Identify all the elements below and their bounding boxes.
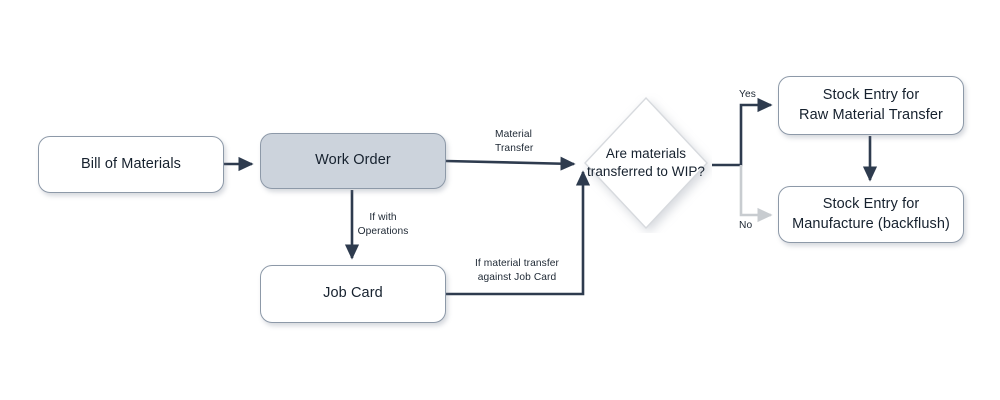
node-stock-mfg-line2: Manufacture (backflush) — [792, 215, 950, 232]
edge-work-order-to-decision — [445, 156, 576, 171]
node-stock-mfg-line1: Stock Entry for — [822, 195, 920, 212]
edge-label-material-transfer: Material Transfer — [495, 129, 534, 154]
edge-label-no: No — [739, 220, 753, 231]
node-decision-materials-transferred-to-wip[interactable]: Are materials transferred to WIP? — [580, 93, 712, 233]
node-stock-entry-manufacture-backflush-label: Stock Entry for Manufacture (backflush) — [784, 195, 958, 234]
decision-diamond-shape — [584, 96, 708, 230]
edge-label-yes: Yes — [739, 89, 756, 100]
node-stock-entry-raw-material-transfer-label: Stock Entry for Raw Material Transfer — [791, 86, 951, 125]
node-bill-of-materials-label: Bill of Materials — [80, 155, 181, 172]
node-job-card-label: Job Card — [323, 285, 383, 302]
node-stock-rmt-line1: Stock Entry for — [822, 86, 920, 103]
edge-decision-no-to-stock-manufacture — [739, 165, 773, 223]
edge-decision-yes-to-stock-raw-material-transfer — [712, 97, 773, 167]
edge-label-if-with-operations: If with Operations — [357, 212, 409, 237]
node-bill-of-materials[interactable]: Bill of Materials — [38, 136, 224, 193]
node-work-order[interactable]: Work Order — [260, 133, 446, 189]
node-stock-entry-manufacture-backflush[interactable]: Stock Entry for Manufacture (backflush) — [778, 186, 964, 243]
node-stock-rmt-line2: Raw Material Transfer — [799, 106, 943, 123]
node-job-card[interactable]: Job Card — [260, 265, 446, 323]
edge-label-if-material-transfer-against-job-card: If material transfer against Job Card — [474, 258, 560, 283]
node-work-order-label: Work Order — [315, 152, 391, 169]
edge-job-card-to-decision — [446, 170, 591, 296]
node-stock-entry-raw-material-transfer[interactable]: Stock Entry for Raw Material Transfer — [778, 76, 964, 135]
